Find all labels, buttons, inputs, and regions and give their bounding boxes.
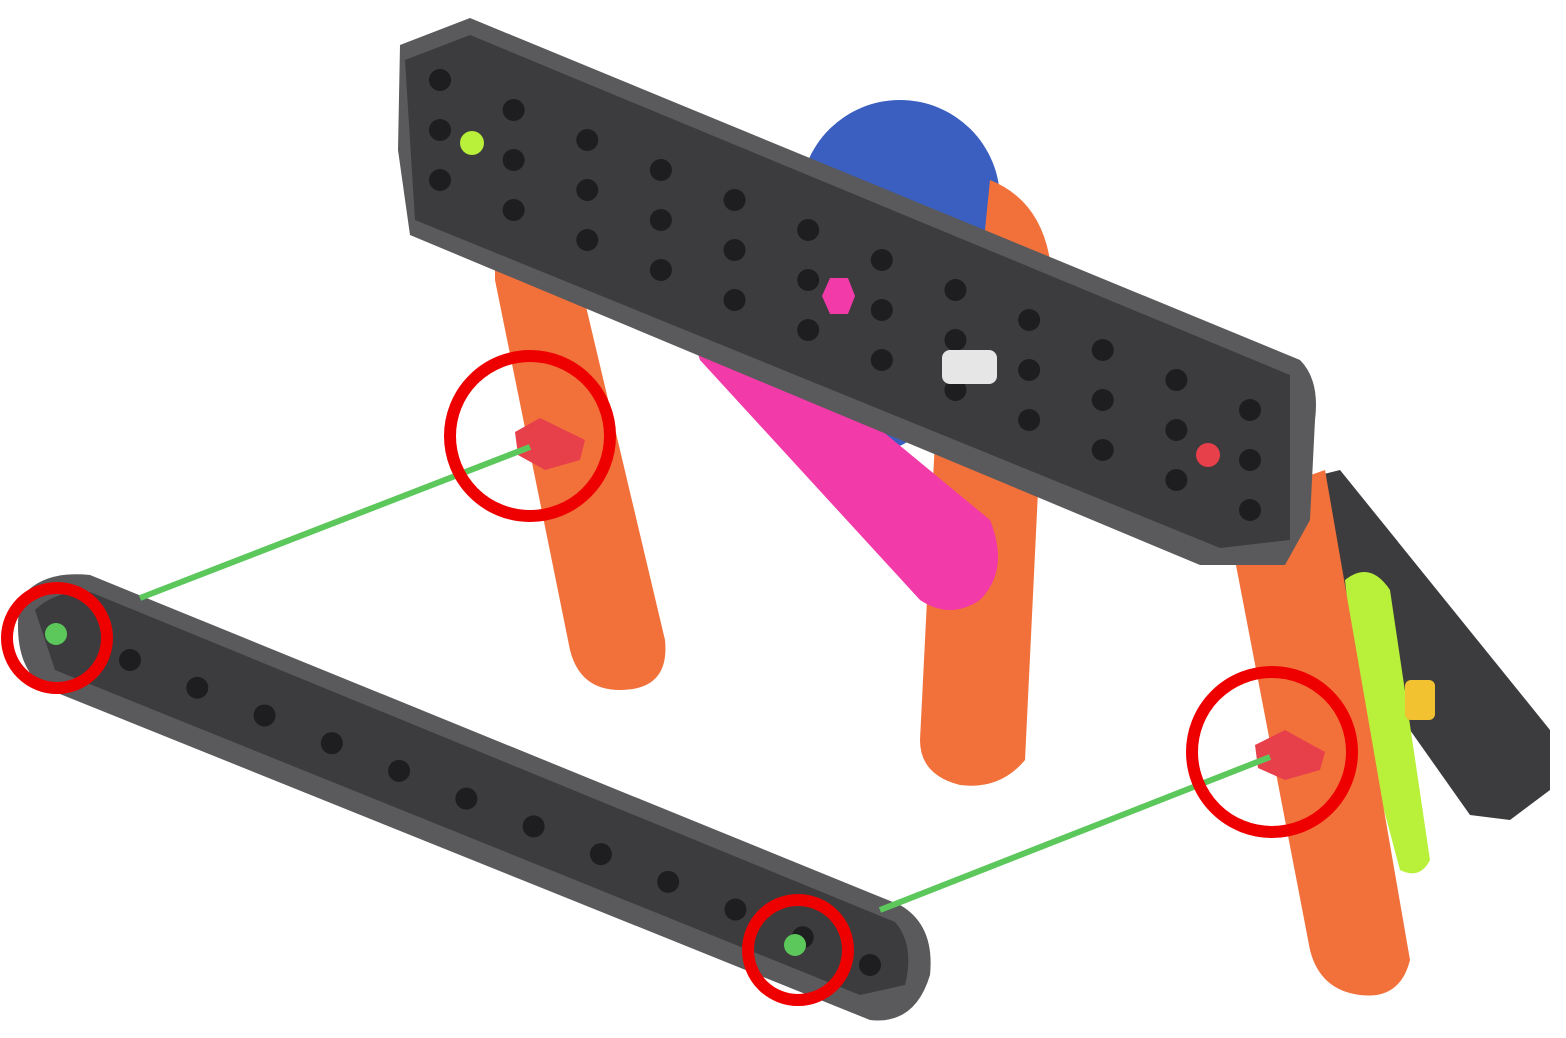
beam-hole bbox=[522, 815, 545, 838]
highlight-circle-beam-left-end bbox=[1, 582, 113, 694]
beam-hole bbox=[1018, 359, 1041, 381]
green-pin-left bbox=[45, 623, 67, 645]
beam-hole bbox=[429, 119, 451, 141]
beam-hole bbox=[186, 676, 209, 699]
beam-hole bbox=[1239, 499, 1261, 521]
guide-line-left bbox=[138, 444, 532, 601]
orange-beam-right bbox=[1235, 470, 1410, 996]
beam-hole bbox=[870, 299, 893, 321]
beam-hole bbox=[870, 249, 893, 271]
beam-hole bbox=[1165, 369, 1188, 391]
lime-connector bbox=[1345, 572, 1430, 874]
red-pin-right bbox=[1255, 730, 1325, 780]
beam-hole bbox=[455, 787, 478, 810]
highlight-circle-beam-right-end bbox=[742, 894, 854, 1006]
beam-hole bbox=[429, 69, 451, 91]
beam-hole bbox=[723, 189, 746, 211]
beam-hole bbox=[1165, 419, 1188, 441]
guide-line-right bbox=[878, 754, 1272, 913]
beam-hole bbox=[1091, 439, 1114, 461]
beam-hole bbox=[723, 239, 746, 261]
beam-hole bbox=[429, 169, 451, 191]
beam-hole bbox=[1091, 389, 1114, 411]
beam-hole bbox=[649, 259, 672, 281]
pink-pin-top bbox=[822, 278, 855, 314]
red-pin-left bbox=[515, 418, 585, 470]
highlight-circle-left-pin bbox=[444, 350, 616, 522]
white-shaft bbox=[942, 350, 997, 384]
beam-hole bbox=[649, 159, 672, 181]
beam-hole bbox=[1239, 449, 1261, 471]
beam-hole bbox=[649, 209, 672, 231]
beam-hole bbox=[388, 759, 411, 782]
beam-hole bbox=[944, 279, 967, 301]
pink-beam bbox=[690, 330, 998, 610]
beam-hole bbox=[502, 149, 525, 171]
highlight-circle-right-pin bbox=[1186, 666, 1358, 838]
beam-hole bbox=[502, 199, 525, 221]
beam-hole bbox=[589, 843, 612, 866]
beam-hole bbox=[944, 329, 967, 351]
beam-hole bbox=[576, 179, 599, 201]
red-pin-top bbox=[1196, 443, 1220, 467]
beam-hole bbox=[320, 732, 343, 755]
beam-hole bbox=[1018, 409, 1041, 431]
beam-hole bbox=[1091, 339, 1114, 361]
beam-hole bbox=[797, 319, 820, 341]
beam-hole bbox=[119, 649, 141, 671]
green-pin-right bbox=[784, 934, 806, 956]
lime-pin-top bbox=[460, 131, 484, 155]
beam-hole bbox=[502, 99, 525, 121]
beam-hole bbox=[724, 898, 747, 921]
beam-hole bbox=[944, 379, 967, 401]
beam-hole bbox=[576, 229, 599, 251]
beam-hole bbox=[253, 704, 276, 727]
beam-hole bbox=[657, 870, 680, 893]
beam-hole bbox=[1239, 399, 1261, 421]
beam-hole bbox=[797, 219, 820, 241]
right-gray-beam bbox=[1290, 470, 1550, 820]
beam-hole bbox=[1018, 309, 1041, 331]
beam-hole bbox=[797, 269, 820, 291]
beam-hole bbox=[723, 289, 746, 311]
beam-hole bbox=[1165, 469, 1188, 491]
beam-holes bbox=[429, 69, 1261, 521]
yellow-pin bbox=[1405, 680, 1435, 720]
beam-hole bbox=[870, 349, 893, 371]
beam-hole bbox=[859, 954, 881, 976]
beam-hole bbox=[576, 129, 599, 151]
